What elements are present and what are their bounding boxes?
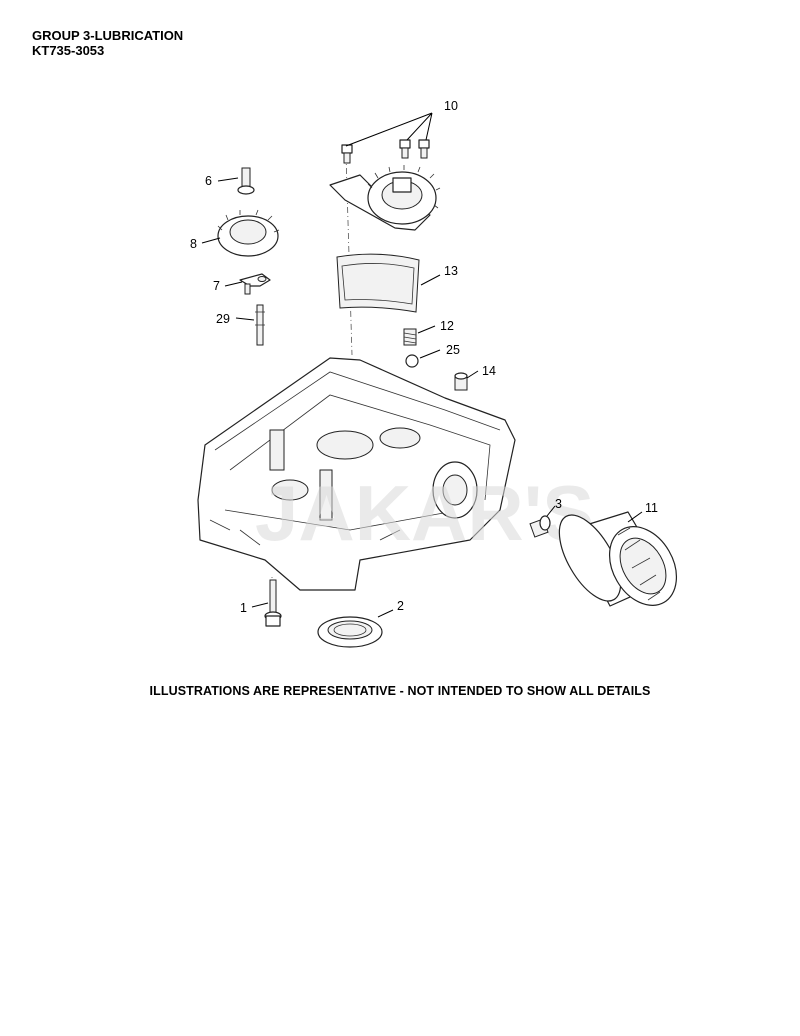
callout-25: 25	[446, 343, 460, 357]
screw-10	[341, 139, 430, 164]
leader-11	[627, 511, 643, 523]
callout-6: 6	[205, 174, 212, 188]
leader-6	[217, 177, 239, 182]
callout-13: 13	[444, 264, 458, 278]
leader-8	[201, 237, 221, 244]
screen-13	[336, 253, 420, 313]
leader-29	[235, 317, 255, 321]
seal-2	[317, 616, 383, 648]
gear-8	[217, 209, 280, 257]
disclaimer-note: ILLUSTRATIONS ARE REPRESENTATIVE - NOT I…	[149, 684, 651, 698]
leader-2	[377, 609, 394, 618]
callout-11: 11	[645, 501, 658, 515]
pin-6	[237, 167, 255, 195]
callout-2: 2	[397, 599, 404, 613]
callout-29: 29	[216, 312, 230, 326]
fitting-3	[529, 515, 551, 538]
leader-12	[417, 325, 436, 334]
bracket-7	[239, 273, 271, 295]
leader-10	[345, 112, 433, 147]
watermark: JAKAR'S	[255, 469, 594, 557]
callout-3: 3	[555, 497, 562, 511]
bolt-1	[264, 579, 282, 627]
leader-25	[419, 349, 441, 359]
callout-8: 8	[190, 237, 197, 251]
oil-pan	[197, 357, 516, 591]
leader-1	[251, 602, 269, 608]
oil-pump	[329, 165, 441, 231]
leader-3	[546, 505, 556, 517]
bushing-14	[454, 372, 468, 391]
callout-12: 12	[440, 319, 454, 333]
callout-10: 10	[444, 99, 458, 113]
oil-filter-11	[558, 511, 678, 607]
ball-25	[405, 354, 419, 368]
model-number: KT735-3053	[32, 43, 105, 58]
callout-14: 14	[482, 364, 496, 378]
group-title: GROUP 3-LUBRICATION	[32, 28, 184, 43]
spring-12	[403, 328, 417, 346]
leader-14	[466, 370, 479, 379]
leader-13	[420, 274, 441, 286]
callout-1: 1	[240, 601, 247, 615]
leader-7	[224, 281, 243, 287]
callout-7: 7	[213, 279, 220, 293]
shaft-29	[255, 304, 265, 346]
